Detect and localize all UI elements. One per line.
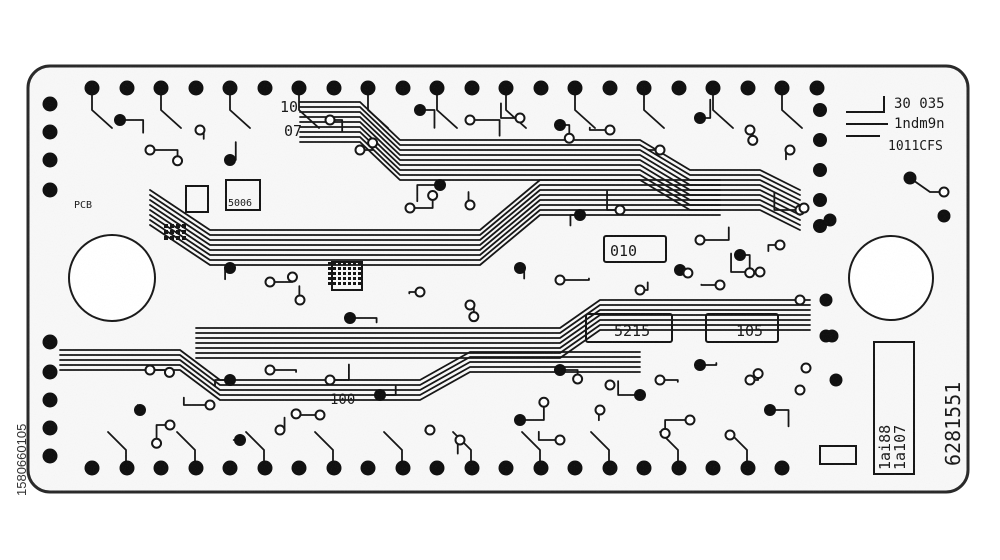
stock-id-strip: 1580660105: [14, 424, 29, 496]
stock-id-text: 1580660105: [14, 424, 29, 496]
